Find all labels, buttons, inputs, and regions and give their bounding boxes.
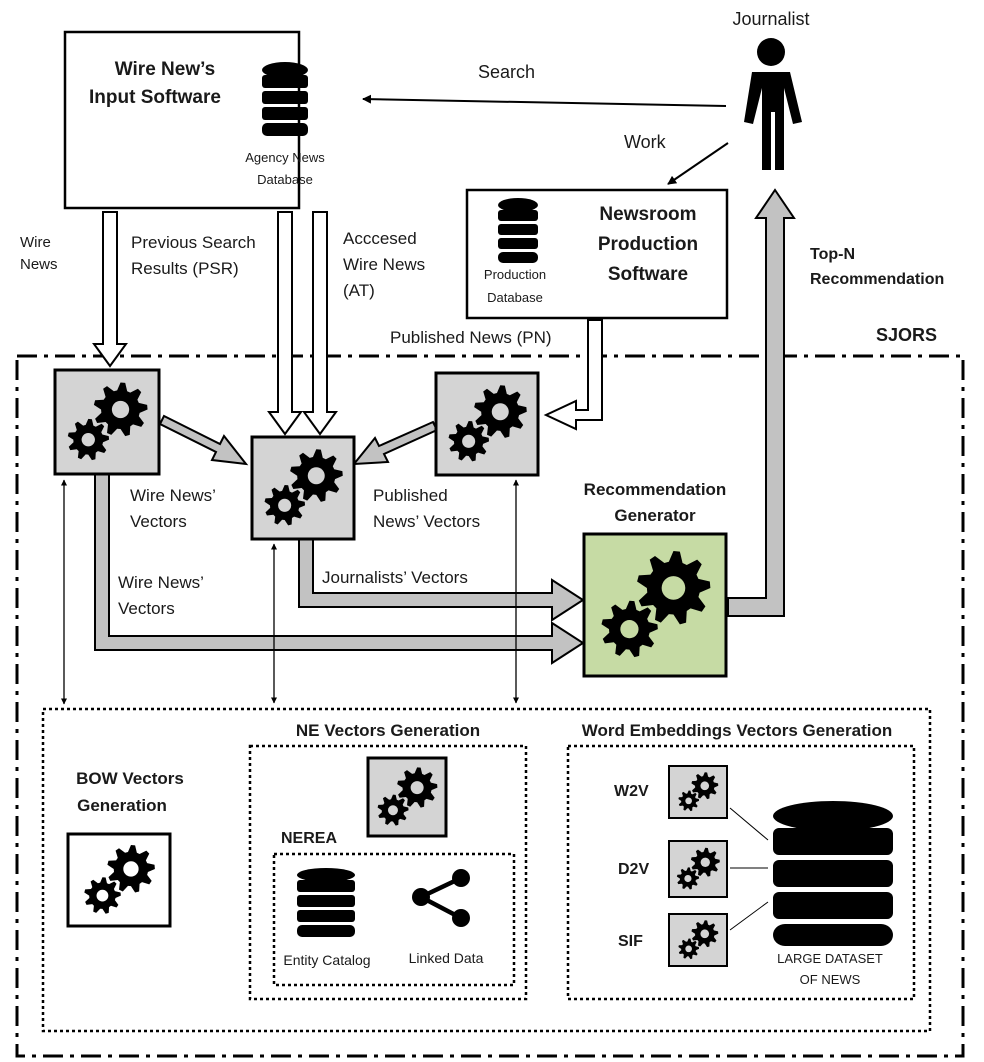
work-arrow [667, 142, 729, 185]
large-dataset-database-icon [773, 801, 893, 946]
nerea-box [272, 852, 516, 987]
psr-arrow [267, 211, 303, 436]
cog-hole [123, 861, 139, 877]
cog-hole [81, 433, 95, 447]
newsroom-title-line3: Software [608, 264, 688, 285]
top-n-label-line1: Top-N [810, 246, 855, 263]
wire-vectors-a-line2: Vectors [130, 512, 187, 531]
cog-hole [684, 874, 692, 883]
cog-hole [410, 781, 424, 795]
wire-vectors-b-line2: Vectors [118, 599, 175, 618]
cog-hole [111, 400, 130, 419]
cog-hole [387, 805, 398, 816]
at-label-3: (AT) [343, 281, 375, 300]
generator-label-line1: Recommendation [584, 480, 727, 499]
pn-label: Published News (PN) [390, 328, 552, 347]
cog-hole [307, 467, 325, 485]
cog-hole [462, 434, 476, 448]
cog-hole [278, 498, 292, 512]
linked-data-label: Linked Data [409, 950, 484, 966]
wire-news-arrow [92, 211, 128, 368]
published-to-journalist-arrow [351, 420, 439, 466]
wire-input-software-box [63, 30, 301, 210]
sjors-label: SJORS [876, 325, 937, 345]
production-db-line2: Database [487, 290, 543, 305]
newsroom-title-line2: Production [598, 234, 698, 255]
published-news-processor-box [434, 371, 540, 477]
cog-hole [685, 797, 692, 805]
psr-label-2: Results (PSR) [131, 259, 239, 278]
wire-vectors-a-line1: Wire News’ [130, 486, 216, 505]
cog-hole [700, 857, 710, 867]
sif-connector [729, 901, 769, 931]
w2v-generator-box [668, 765, 728, 819]
entity-catalog-label: Entity Catalog [283, 952, 370, 968]
agency-news-db-line2: Database [257, 172, 313, 187]
journalists-vectors-arrow [298, 537, 585, 622]
w2v-label: W2V [614, 783, 649, 800]
psr-label-1: Previous Search [131, 233, 256, 252]
published-vectors-line1: Published [373, 486, 448, 505]
vector-generation-container [41, 707, 932, 1033]
wire-vectors-b-line1: Wire News’ [118, 573, 204, 592]
sjors-border [15, 354, 965, 1058]
wire-input-title-line2: Input Software [89, 87, 221, 108]
sif-label: SIF [618, 933, 643, 950]
generator-label-line2: Generator [614, 506, 696, 525]
cog-hole [685, 945, 692, 953]
top-n-label-line2: Recommendation [810, 271, 944, 288]
bow-generator-box [66, 832, 172, 928]
large-dataset-line2: OF NEWS [800, 972, 861, 987]
journalist-profile-processor-box [250, 435, 356, 541]
agency-news-database-icon [262, 62, 308, 136]
wire-vectors-arrow [94, 473, 585, 665]
entity-catalog-database-icon [297, 868, 355, 937]
search-arrow [362, 94, 727, 107]
nerea-title: NEREA [281, 830, 337, 847]
cog-hole [700, 781, 710, 791]
d2v-generator-box [668, 840, 728, 898]
ne-generator-box [366, 756, 448, 838]
wire-news-label-1: Wire [20, 234, 51, 251]
d2v-label: D2V [618, 861, 649, 878]
journalist-icon [744, 38, 802, 170]
linked-data-share-icon [412, 869, 470, 927]
recommendation-generator-box [582, 532, 728, 678]
wire-to-journalist-arrow [158, 414, 249, 466]
bow-title-line1: BOW Vectors [76, 769, 184, 788]
bow-title-line2: Generation [77, 796, 167, 815]
production-database-icon [498, 198, 538, 263]
at-label-1: Acccesed [343, 229, 417, 248]
published-vectors-line2: News’ Vectors [373, 512, 480, 531]
cog-hole [620, 620, 639, 639]
ne-title: NE Vectors Generation [296, 721, 480, 740]
w2v-connector [729, 807, 769, 841]
newsroom-title-line1: Newsroom [599, 204, 696, 225]
search-label: Search [478, 62, 535, 82]
agency-news-db-line1: Agency News [245, 150, 325, 165]
journalist-label: Journalist [732, 9, 809, 29]
cog-hole [96, 889, 109, 902]
cog-hole [661, 576, 686, 600]
ne-module-box [248, 744, 528, 1001]
production-db-line1: Production [484, 267, 546, 282]
wire-input-title-line1: Wire New’s [115, 59, 216, 80]
cog-hole [700, 929, 710, 939]
work-label: Work [624, 132, 667, 152]
wire-news-processor-box [53, 368, 161, 476]
sif-generator-box [668, 913, 728, 967]
we-title: Word Embeddings Vectors Generation [582, 721, 892, 740]
wire-news-label-2: News [20, 256, 58, 273]
cog-hole [491, 403, 509, 421]
journalists-vectors-label: Journalists’ Vectors [322, 568, 468, 587]
top-n-arrow [727, 188, 796, 617]
at-label-2: Wire News [343, 255, 425, 274]
accessed-wire-news-arrow [302, 211, 338, 436]
large-dataset-line1: LARGE DATASET [777, 951, 883, 966]
published-news-arrow [543, 319, 603, 431]
